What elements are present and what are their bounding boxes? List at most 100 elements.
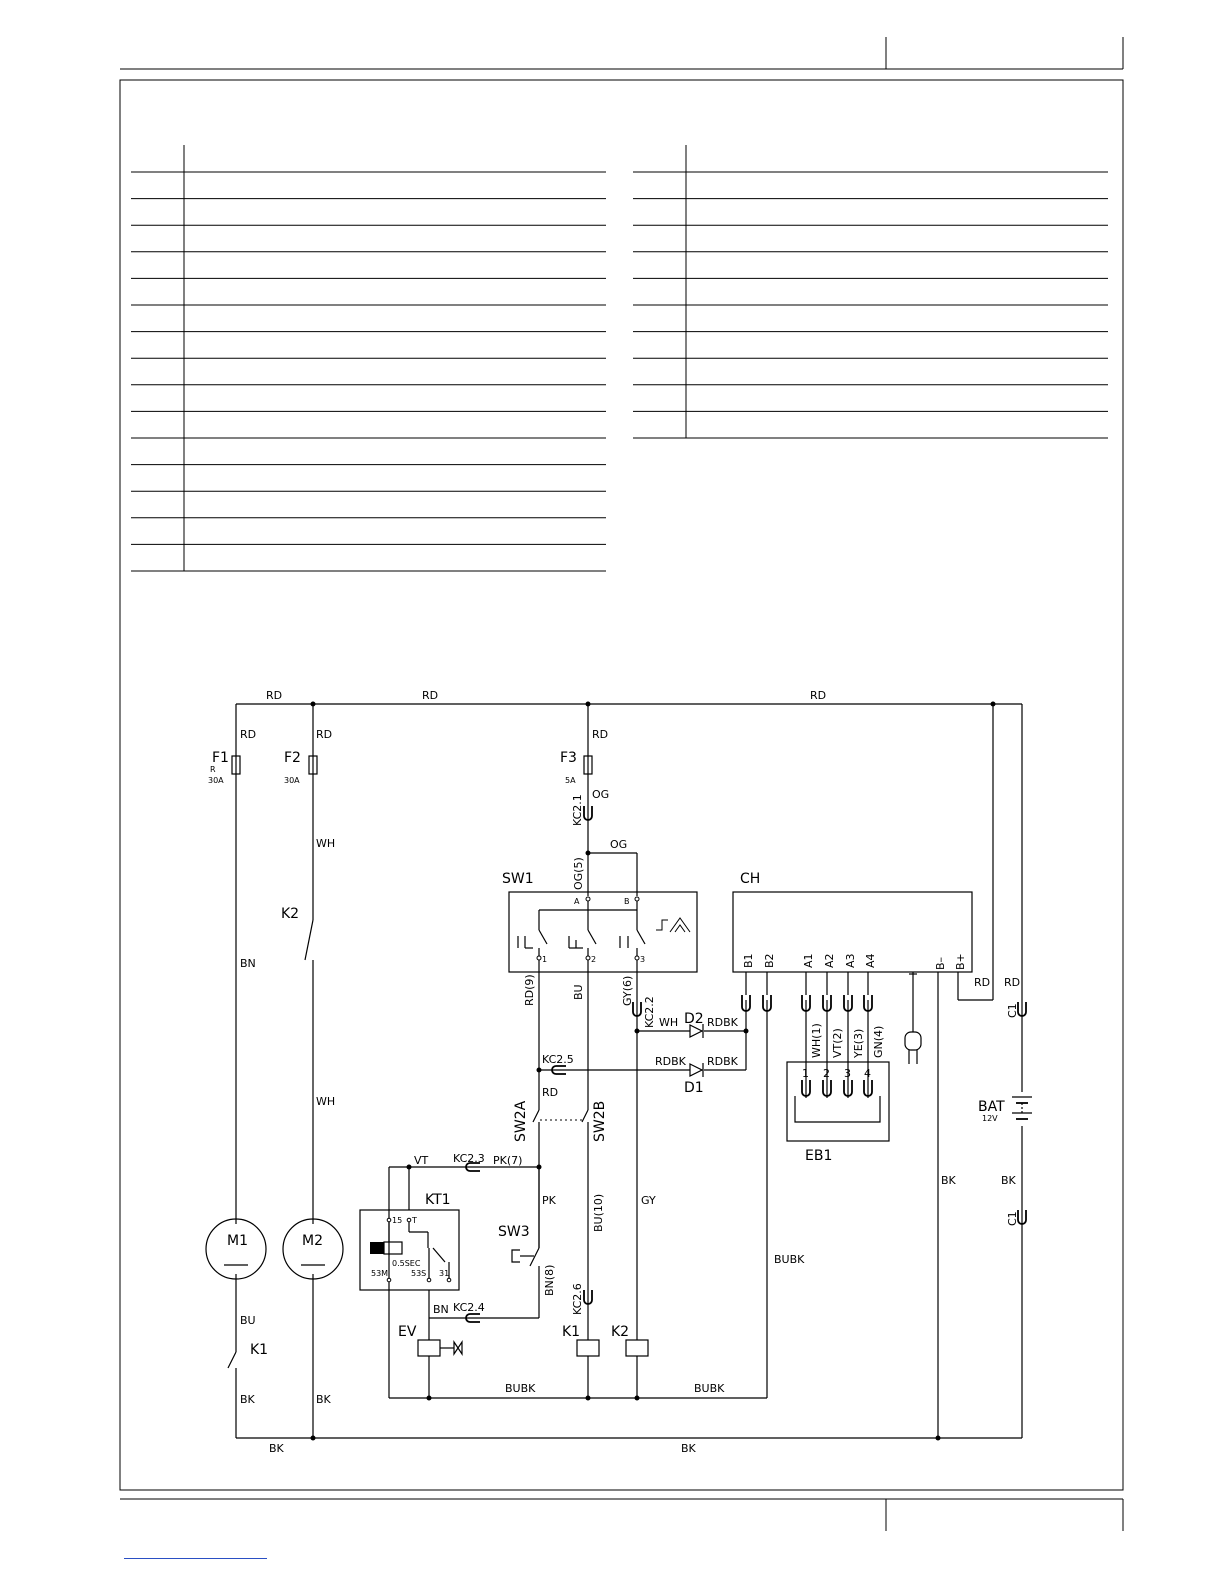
connector-kc24 [465,1313,480,1323]
footer-link-underline [124,1558,267,1559]
switch-sw1-box [508,891,698,973]
label-eb1: EB1 [805,1148,832,1164]
page-footer-frame [120,1498,1124,1531]
battery-pack-eb1-box [786,1061,890,1142]
wire-label-wh1: WH(1) [810,1023,823,1058]
connector-kc25 [551,1065,566,1075]
wire-label-ye3: YE(3) [852,1029,865,1059]
terminal-kt1-31: 31 [439,1269,449,1278]
wire-label-bk-m2: BK [316,1393,332,1406]
wire-label-pk7: PK(7) [493,1154,522,1167]
ch-pin-connectors [741,972,873,1012]
label-m1: M1 [227,1233,248,1249]
wire-label-bu10: BU(10) [592,1194,605,1232]
wire-label-rd-sw2a: RD [542,1086,558,1099]
timer-kt1-box [359,1209,460,1291]
terminal-ch-b1: B1 [742,953,755,968]
label-k2-coil: K2 [611,1324,629,1340]
wire-label-vt2: VT(2) [831,1028,844,1058]
label-f3-rating: 5A [565,776,576,785]
connector-label-kc21: KC2.1 [571,794,584,826]
wire-label-bn8: BN(8) [543,1265,556,1296]
terminal-ch-bplus: B+ [954,953,967,970]
battery-bat [1010,1092,1034,1126]
wire-label-bu-m1: BU [240,1314,256,1327]
wire-label-rd-f1: RD [240,728,256,741]
wire-label-bubk-right: BUBK [694,1382,725,1395]
wire-label-rd-f3: RD [592,728,608,741]
label-bat-voltage: 12V [982,1114,998,1123]
connector-label-kc22: KC2.2 [643,996,656,1028]
switch-sw2b [581,1109,589,1123]
terminal-eb1-3: 3 [844,1067,851,1080]
wire-label-og5: OG(5) [572,857,585,890]
connector-kc26 [583,1290,593,1305]
terminal-ch-bminus: B– [934,957,947,970]
terminal-eb1-1: 1 [802,1067,809,1080]
connector-label-kc24: KC2.4 [453,1301,485,1314]
wire-label-bk-bottom-mid: BK [681,1442,697,1455]
relay-coil-k1 [576,1339,600,1357]
label-d1: D1 [684,1080,704,1096]
wire-label-bubk-b2: BUBK [774,1253,805,1266]
terminal-kt1-53s: 53S [411,1269,426,1278]
fuse-f1 [231,755,241,775]
wire-label-bn-kt1: BN [433,1303,449,1316]
connector-label-kc25: KC2.5 [542,1053,574,1066]
fuse-f3 [583,755,593,775]
wire-label-rd9: RD(9) [523,974,536,1006]
junction-dots [310,701,996,1441]
relay-coil-k2 [625,1339,649,1357]
terminal-eb1-2: 2 [823,1067,830,1080]
wire-label-rdbk-d2: RDBK [707,1016,739,1029]
terminal-sw1-3: 3 [640,955,645,964]
label-d2: D2 [684,1011,704,1027]
wire-label-wh-d2: WH [659,1016,678,1029]
legend-table-left [131,145,606,572]
wire-label-bk-ch: BK [941,1174,957,1187]
wire-label-bk-bottom-left: BK [269,1442,285,1455]
label-f1: F1 [212,750,229,766]
wire-label-og-loop: OG [610,838,627,851]
solenoid-valve-ev [417,1339,463,1357]
label-k1-contact: K1 [250,1342,268,1358]
mains-plug-icon [904,972,922,1064]
terminal-kt1-53m: 53M [371,1269,388,1278]
label-k1-coil: K1 [562,1324,580,1340]
wire-label-pk: PK [542,1194,557,1207]
label-f1-rating: 30A [208,776,224,785]
wiring [235,703,1023,1439]
terminal-ch-a2: A2 [823,953,836,968]
diode-d1 [689,1063,704,1077]
wire-label-bubk-left: BUBK [505,1382,536,1395]
wire-label-rd-top-mid: RD [422,689,438,702]
label-bat: BAT [978,1099,1005,1115]
label-m2: M2 [302,1233,323,1249]
label-sw2a: SW2A [513,1100,529,1142]
label-k2-contact: K2 [281,906,299,922]
switch-sw1-contacts [517,896,691,961]
timer-kt1-internals [370,1217,452,1283]
terminal-eb1-4: 4 [864,1067,871,1080]
wire-label-gn4: GN(4) [872,1026,885,1058]
wire-label-bu-sw1: BU [572,984,585,1000]
label-sw3: SW3 [498,1224,530,1240]
terminal-sw1-b: B [624,897,630,906]
terminal-ch-a4: A4 [864,953,877,968]
connector-kc21 [583,806,593,821]
connector-c1-top [1017,1002,1027,1017]
legend-table-right [633,145,1108,439]
wire-label-rdbk-d1-left: RDBK [655,1055,687,1068]
connector-kc23 [465,1162,480,1172]
terminal-ch-b2: B2 [763,953,776,968]
label-f1-sub: R [210,765,216,774]
switch-sw2a [532,1109,540,1123]
wire-label-gy6: GY(6) [621,976,634,1006]
label-sw2b: SW2B [592,1101,608,1142]
label-sw1: SW1 [502,871,534,887]
motor-m2 [282,1218,344,1280]
eb1-pin-connectors [801,1080,873,1097]
wire-label-bk-bat: BK [1001,1174,1017,1187]
wire-label-rd-top-left: RD [266,689,282,702]
